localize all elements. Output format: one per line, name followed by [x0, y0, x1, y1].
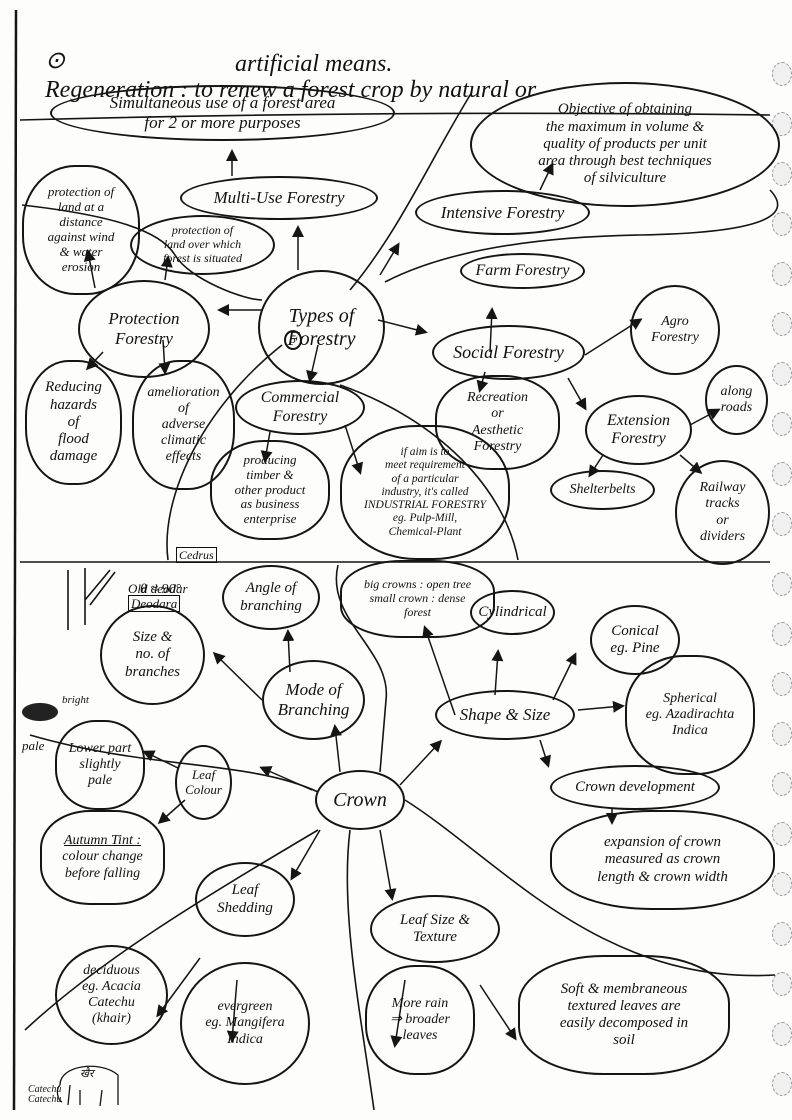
shape-size-node: Shape & Size [435, 690, 575, 740]
types-count-badge: 5 [284, 330, 302, 350]
cedrus-box: Cedrus [176, 547, 217, 563]
farm-forestry-node: Farm Forestry [460, 253, 585, 289]
cedrus-label: Cedrus [176, 547, 217, 563]
autumn-tint-node: Autumn Tint : colour change before falli… [40, 810, 165, 905]
crown-node: Crown [315, 770, 405, 830]
social-forestry-node: Social Forestry [432, 325, 585, 380]
reducing-flood-node: Reducing hazards of flood damage [25, 360, 122, 485]
pale-label: pale [22, 738, 45, 753]
commercial-forestry-node: Commercial Forestry [235, 380, 365, 435]
title-line-2: artificial means. [235, 51, 393, 77]
conical-node: Conical eg. Pine [590, 605, 680, 675]
autumn-tint-body: colour change before falling [62, 849, 143, 881]
crown-size-note: big crowns : open tree small crown : den… [340, 560, 495, 638]
industrial-forestry-node: if aim is to meet requirement of a parti… [340, 425, 510, 560]
intensive-definition: Objective of obtaining the maximum in vo… [470, 82, 780, 207]
multi-use-forestry-node: Multi-Use Forestry [180, 176, 378, 220]
multi-use-definition: Simultaneous use of a forest area for 2 … [50, 85, 395, 141]
deciduous-node: deciduous eg. Acacia Catechu (khair) [55, 945, 168, 1045]
spherical-node: Spherical eg. Azadirachta Indica [625, 655, 755, 775]
leaf-colour-node: Leaf Colour [175, 745, 232, 820]
bullet-icon: ⊙ [45, 47, 66, 74]
protection-distance-node: protection of land at a distance against… [22, 165, 140, 295]
shelterbelts-node: Shelterbelts [550, 470, 655, 510]
extension-forestry-node: Extension Forestry [585, 395, 692, 465]
elephant-label: Catechu Catechu [28, 1084, 62, 1105]
types-of-forestry-node: Types of Forestry [258, 270, 385, 385]
railway-node: Railway tracks or dividers [675, 460, 770, 565]
size-no-branches-node: Size & no. of branches [100, 605, 205, 705]
producing-timber-node: producing timber & other product as busi… [210, 440, 330, 540]
leaf-shedding-node: Leaf Shedding [195, 862, 295, 937]
angle-of-branching-node: Angle of branching [222, 565, 320, 630]
protection-over-node: protection of land over which forest is … [130, 215, 275, 275]
evergreen-node: evergreen eg. Mangifera Indica [180, 962, 310, 1085]
along-roads-node: along roads [705, 365, 768, 435]
protection-forestry-node: Protection Forestry [78, 280, 210, 378]
old-deodar-text: Old deodar [128, 580, 188, 596]
lower-part-pale-node: Lower part slightly pale [55, 720, 145, 810]
more-rain-node: More rain ⇒ broader leaves [365, 965, 475, 1075]
crown-development-node: Crown development [550, 765, 720, 810]
agro-forestry-node: Agro Forestry [630, 285, 720, 375]
autumn-tint-title: Autumn Tint : [63, 833, 141, 849]
mode-of-branching-node: Mode of Branching [262, 660, 365, 740]
bird-sketch [22, 703, 58, 721]
amelioration-node: amelioration of adverse climatic effects [132, 360, 235, 490]
elephant-mark: खैर [80, 1068, 94, 1080]
soft-leaves-node: Soft & membraneous textured leaves are e… [518, 955, 730, 1075]
intensive-forestry-node: Intensive Forestry [415, 190, 590, 235]
cylindrical-node: Cylindrical [470, 590, 555, 635]
leaf-size-texture-node: Leaf Size & Texture [370, 895, 500, 963]
angle-value: θ ≈ 90° [140, 582, 182, 597]
bright-label: bright [62, 694, 89, 706]
crown-expansion-node: expansion of crown measured as crown len… [550, 810, 775, 910]
elephant-sketch [56, 1065, 119, 1107]
